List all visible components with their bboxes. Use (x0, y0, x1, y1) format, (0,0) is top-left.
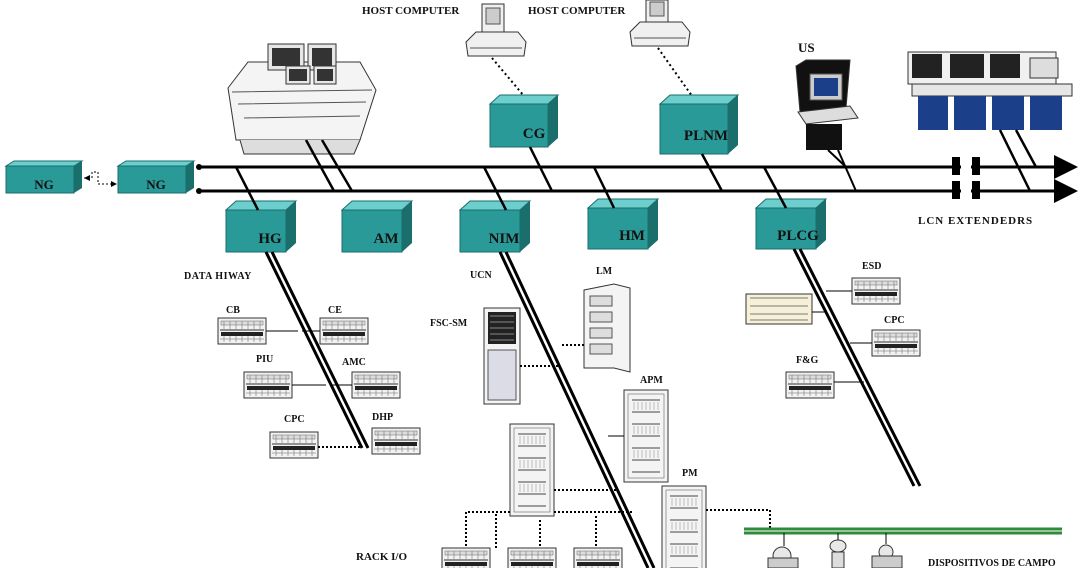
cpc-left-module (269, 431, 319, 459)
cb-label: CB (226, 305, 240, 316)
nim-node: NIM (458, 200, 532, 253)
host-computer-2-label: HOST COMPUTER (528, 5, 626, 17)
cg-node: CG (488, 94, 560, 148)
esd-label: ESD (862, 261, 881, 272)
field-bus (744, 527, 1062, 535)
hg-node: HG (224, 200, 298, 253)
fg-module (785, 371, 835, 399)
ucn-label: UCN (470, 270, 492, 281)
apm-cabinet (623, 389, 669, 483)
fsc-sm-label: FSC-SM (430, 318, 468, 329)
ng-left-label: NG (34, 177, 54, 192)
cb-module (217, 317, 267, 345)
apm-label: APM (640, 375, 663, 386)
fg-label: F&G (796, 355, 818, 366)
pm-label: PM (682, 468, 698, 479)
ng-right-node: NG (116, 160, 196, 194)
cg-label: CG (523, 126, 546, 142)
rack-io-label: RACK I/O (356, 551, 407, 563)
dhp-label: DHP (372, 412, 393, 423)
ng-link (84, 171, 116, 185)
rack-io-module-2 (507, 547, 557, 568)
cpc-left-label: CPC (284, 414, 305, 425)
plnm-node: PLNM (658, 94, 740, 155)
rack-io-module-3 (573, 547, 623, 568)
plcg-label: PLCG (777, 228, 819, 244)
fsc-sm-cabinet (483, 307, 521, 405)
piu-module (243, 371, 293, 399)
hm-node: HM (586, 198, 660, 250)
am-label: AM (374, 231, 399, 247)
ce-label: CE (328, 305, 342, 316)
ng-right-label: NG (146, 177, 166, 192)
plcg-node: PLCG (754, 198, 828, 250)
amc-module (351, 371, 401, 399)
plnm-label: PLNM (684, 128, 728, 144)
ng-left-node: NG (4, 160, 84, 194)
host-computer-1-icon (465, 3, 527, 57)
plc-rack-icon (745, 293, 813, 325)
universal-station-icon (795, 59, 859, 150)
rack-io-module-1 (441, 547, 491, 568)
field-device-3-icon (871, 544, 903, 568)
cpc-right-label: CPC (884, 315, 905, 326)
pm-cabinet (661, 485, 707, 568)
amc-label: AMC (342, 357, 366, 368)
host-computer-1-label: HOST COMPUTER (362, 5, 460, 17)
dispositivos-label: DISPOSITIVOS DE CAMPO (928, 558, 1056, 568)
lcn-extenders-label: LCN EXTENDEDRS (918, 215, 1033, 227)
operator-console-icon (227, 43, 377, 155)
lm-cabinet (583, 283, 631, 373)
hg-label: HG (258, 231, 282, 247)
field-device-1-icon (767, 546, 799, 568)
cpc-right-module (871, 329, 921, 357)
data-hiway-label: DATA HIWAY (184, 271, 252, 282)
lm-label: LM (596, 266, 613, 277)
lcn-bus (196, 155, 1078, 203)
piu-label: PIU (256, 354, 273, 365)
rack-io-cabinet (509, 423, 555, 517)
am-node: AM (340, 200, 414, 253)
host-computer-2-icon (629, 0, 691, 47)
us-label: US (798, 40, 815, 55)
ce-module (319, 317, 369, 345)
esd-module (851, 277, 901, 305)
field-device-2-icon (829, 539, 847, 568)
nim-label: NIM (489, 231, 520, 247)
operator-console-right-icon (907, 51, 1073, 130)
dhp-module (371, 427, 421, 455)
hm-label: HM (619, 228, 645, 244)
